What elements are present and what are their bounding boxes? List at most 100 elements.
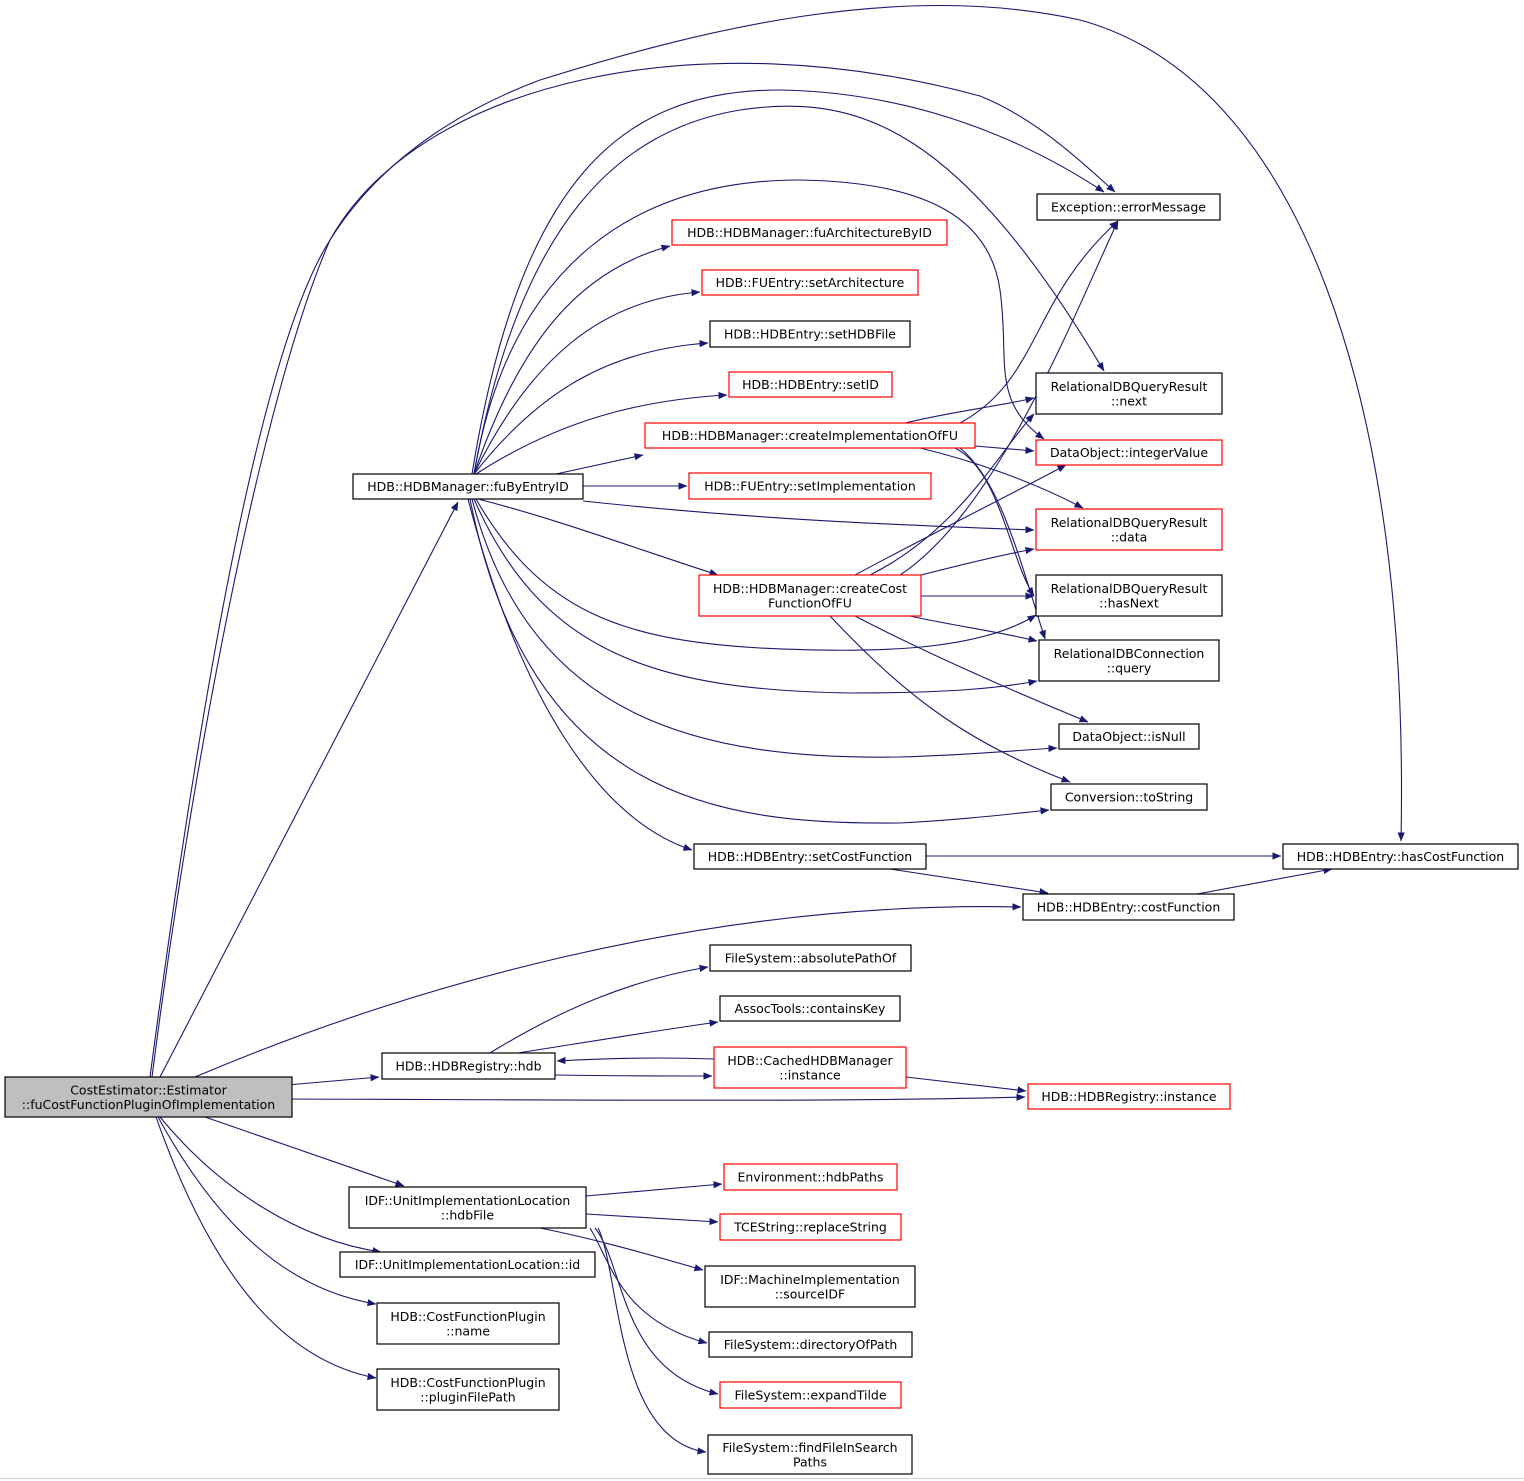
node-query[interactable]: RelationalDBConnection::query xyxy=(1038,639,1220,682)
edge-root-to-hdb xyxy=(286,1074,380,1086)
edge-root-to-cost-function xyxy=(194,903,1022,1078)
node-label: Exception::errorMessage xyxy=(1051,200,1206,215)
node-label: AssocTools::containsKey xyxy=(735,1001,886,1016)
node-hdb[interactable]: HDB::HDBRegistry::hdb xyxy=(381,1052,556,1080)
edge-create-cost-function-of-fu-to-integer-value xyxy=(854,464,1067,576)
node-expand-tilde[interactable]: FileSystem::expandTilde xyxy=(719,1381,902,1409)
node-hdb-file[interactable]: IDF::UnitImplementationLocation::hdbFile xyxy=(348,1186,587,1229)
node-next[interactable]: RelationalDBQueryResult::next xyxy=(1035,372,1223,415)
edge-fu-by-entry-id-to-is-null xyxy=(471,498,1058,758)
node-box xyxy=(376,1368,560,1411)
node-integer-value[interactable]: DataObject::integerValue xyxy=(1035,439,1223,466)
node-root[interactable]: CostEstimator::Estimator::fuCostFunction… xyxy=(4,1076,293,1118)
node-label: HDB::HDBManager::fuByEntryID xyxy=(367,479,568,494)
node-set-architecture[interactable]: HDB::FUEntry::setArchitecture xyxy=(701,269,919,296)
edge-path xyxy=(194,903,1022,1078)
edge-path xyxy=(473,289,701,475)
node-error-message[interactable]: Exception::errorMessage xyxy=(1036,193,1221,221)
node-data[interactable]: RelationalDBQueryResult::data xyxy=(1035,508,1223,551)
node-label: HDB::HDBEntry::setCostFunction xyxy=(708,849,912,864)
edge-path xyxy=(594,1227,719,1396)
node-registry-instance[interactable]: HDB::HDBRegistry::instance xyxy=(1027,1083,1231,1110)
node-box xyxy=(728,371,893,398)
node-to-string[interactable]: Conversion::toString xyxy=(1050,783,1208,811)
node-cost-function[interactable]: HDB::HDBEntry::costFunction xyxy=(1022,893,1235,921)
node-box xyxy=(339,1251,596,1278)
node-plugin-file-path[interactable]: HDB::CostFunctionPlugin::pluginFilePath xyxy=(376,1368,560,1411)
node-has-next[interactable]: RelationalDBQueryResult::hasNext xyxy=(1035,574,1223,617)
node-box xyxy=(1036,193,1221,221)
edge-set-cost-function-to-cost-function xyxy=(889,868,1049,896)
node-box xyxy=(723,1163,898,1191)
node-set-hdbfile[interactable]: HDB::HDBEntry::setHDBFile xyxy=(709,320,911,348)
node-source-idf[interactable]: IDF::MachineImplementation::sourceIDF xyxy=(704,1265,916,1308)
node-directory-of-path[interactable]: FileSystem::directoryOfPath xyxy=(708,1331,913,1358)
node-box xyxy=(698,574,922,617)
node-plugin-name[interactable]: HDB::CostFunctionPlugin::name xyxy=(376,1302,560,1345)
node-label: HDB::HDBManager::fuArchitectureByID xyxy=(687,225,932,240)
edge-create-cost-function-of-fu-to-data xyxy=(920,546,1035,576)
node-fu-by-entry-id[interactable]: HDB::HDBManager::fuByEntryID xyxy=(352,473,584,500)
node-label: DataObject::isNull xyxy=(1072,729,1185,744)
edge-path xyxy=(589,1227,708,1345)
node-is-null[interactable]: DataObject::isNull xyxy=(1058,723,1200,750)
node-box xyxy=(1058,723,1200,750)
node-label: RelationalDBConnection xyxy=(1054,646,1205,661)
edge-path xyxy=(954,447,1035,597)
node-has-cost-function[interactable]: HDB::HDBEntry::hasCostFunction xyxy=(1282,843,1519,870)
node-set-cost-function[interactable]: HDB::HDBEntry::setCostFunction xyxy=(693,843,927,870)
node-label: IDF::UnitImplementationLocation xyxy=(365,1193,571,1208)
edge-root-to-loc-id xyxy=(159,1116,382,1255)
edge-root-to-plugin-file-path xyxy=(155,1116,377,1380)
node-label: HDB::CachedHDBManager xyxy=(727,1053,893,1068)
edge-hdb-to-absolute-path-of xyxy=(489,964,709,1054)
edges-layer xyxy=(149,4,1405,1455)
node-set-id[interactable]: HDB::HDBEntry::setID xyxy=(728,371,893,398)
node-box xyxy=(719,1381,902,1409)
footer-divider xyxy=(0,1478,1524,1479)
edge-path xyxy=(157,1116,377,1307)
node-box xyxy=(1050,783,1208,811)
edge-fu-by-entry-id-to-integer-value xyxy=(473,179,1045,475)
node-create-implementation-of-fu[interactable]: HDB::HDBManager::createImplementationOfF… xyxy=(644,422,976,449)
node-box xyxy=(644,422,976,449)
node-contains-key[interactable]: AssocTools::containsKey xyxy=(719,995,901,1022)
node-box xyxy=(713,1046,907,1089)
edge-path xyxy=(909,615,1038,643)
node-hdb-paths[interactable]: Environment::hdbPaths xyxy=(723,1163,898,1191)
node-label: FunctionOfFU xyxy=(768,595,852,610)
node-label: RelationalDBQueryResult xyxy=(1051,515,1208,530)
edge-fu-by-entry-id-to-set-architecture xyxy=(473,289,701,475)
node-label: FileSystem::findFileInSearch xyxy=(722,1440,897,1455)
node-box xyxy=(1035,574,1223,617)
node-fu-architecture-by-id[interactable]: HDB::HDBManager::fuArchitectureByID xyxy=(671,219,948,246)
node-cached-instance[interactable]: HDB::CachedHDBManager::instance xyxy=(713,1046,907,1089)
edge-path xyxy=(1196,867,1333,895)
edge-create-cost-function-of-fu-to-to-string xyxy=(829,615,1071,783)
node-label: HDB::HDBEntry::setHDBFile xyxy=(724,327,896,342)
edge-create-cost-function-of-fu-to-error-message xyxy=(899,220,1119,576)
edge-root-to-error-message xyxy=(151,62,1116,1078)
edge-fu-by-entry-id-to-set-hdbfile xyxy=(473,340,709,475)
node-box xyxy=(709,944,912,972)
edge-path xyxy=(959,220,1119,424)
node-box xyxy=(352,473,584,500)
node-box xyxy=(708,1331,913,1358)
node-box xyxy=(1027,1083,1231,1110)
node-label: HDB::HDBManager::createCost xyxy=(713,581,907,596)
node-absolute-path-of[interactable]: FileSystem::absolutePathOf xyxy=(709,944,912,972)
node-box xyxy=(707,1434,913,1475)
node-label: HDB::FUEntry::setImplementation xyxy=(704,479,916,494)
node-loc-id[interactable]: IDF::UnitImplementationLocation::id xyxy=(339,1251,596,1278)
node-label: HDB::HDBEntry::hasCostFunction xyxy=(1297,849,1504,864)
node-label: TCEString::replaceString xyxy=(733,1220,887,1235)
node-replace-string[interactable]: TCEString::replaceString xyxy=(719,1213,902,1241)
node-label: ::next xyxy=(1111,393,1147,408)
node-label: ::data xyxy=(1111,529,1148,544)
edge-path xyxy=(149,4,1405,1078)
node-set-implementation[interactable]: HDB::FUEntry::setImplementation xyxy=(688,472,932,500)
edge-path xyxy=(475,498,1037,651)
